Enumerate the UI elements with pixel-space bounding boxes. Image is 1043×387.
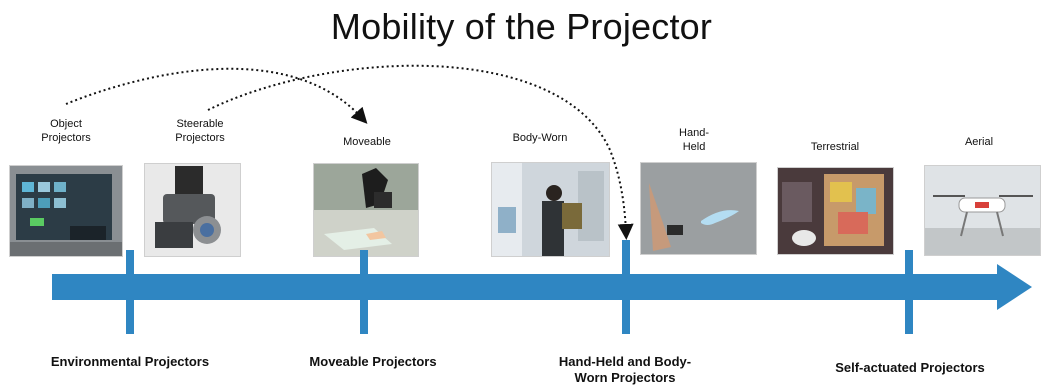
- category-label-aerial: Aerial: [964, 136, 994, 148]
- dotted-arc-object-to-moveable: [65, 67, 368, 124]
- diagram-title: Mobility of the Projector: [330, 6, 713, 47]
- timeline-arrow: [52, 264, 1032, 310]
- group-label-moveable-projectors: Moveable Projectors: [309, 354, 437, 369]
- group-label-self-actuated-projectors: Self-actuated Projectors: [835, 360, 985, 375]
- category-label-hand-held: Hand- Held: [679, 127, 709, 153]
- object-projector-photo: [9, 165, 123, 257]
- timeline-tick-moveable: [360, 250, 368, 334]
- group-label-environmental-projectors: Environmental Projectors: [50, 354, 210, 369]
- dotted-arc-steerable-to-hand-held: [207, 64, 634, 240]
- timeline-tick-hand-held-body-worn: [622, 240, 630, 334]
- category-label-steerable-projectors: Steerable Projectors: [175, 118, 225, 144]
- hand-held-projector-photo: [640, 162, 757, 255]
- category-label-object-projectors: Object Projectors: [41, 118, 91, 144]
- category-label-moveable: Moveable: [343, 136, 391, 148]
- timeline-tick-environmental: [126, 250, 134, 334]
- group-label-hand-held-body-worn-projectors: Hand-Held and Body- Worn Projectors: [558, 354, 692, 385]
- body-worn-projector-photo: [491, 162, 610, 257]
- aerial-drone-photo: [924, 165, 1041, 256]
- category-label-body-worn: Body-Worn: [512, 132, 568, 144]
- timeline-tick-self-actuated: [905, 250, 913, 334]
- category-label-terrestrial: Terrestrial: [810, 141, 860, 153]
- terrestrial-robot-photo: [777, 167, 894, 255]
- steerable-projector-photo: [144, 163, 241, 257]
- moveable-projector-photo: [313, 163, 419, 257]
